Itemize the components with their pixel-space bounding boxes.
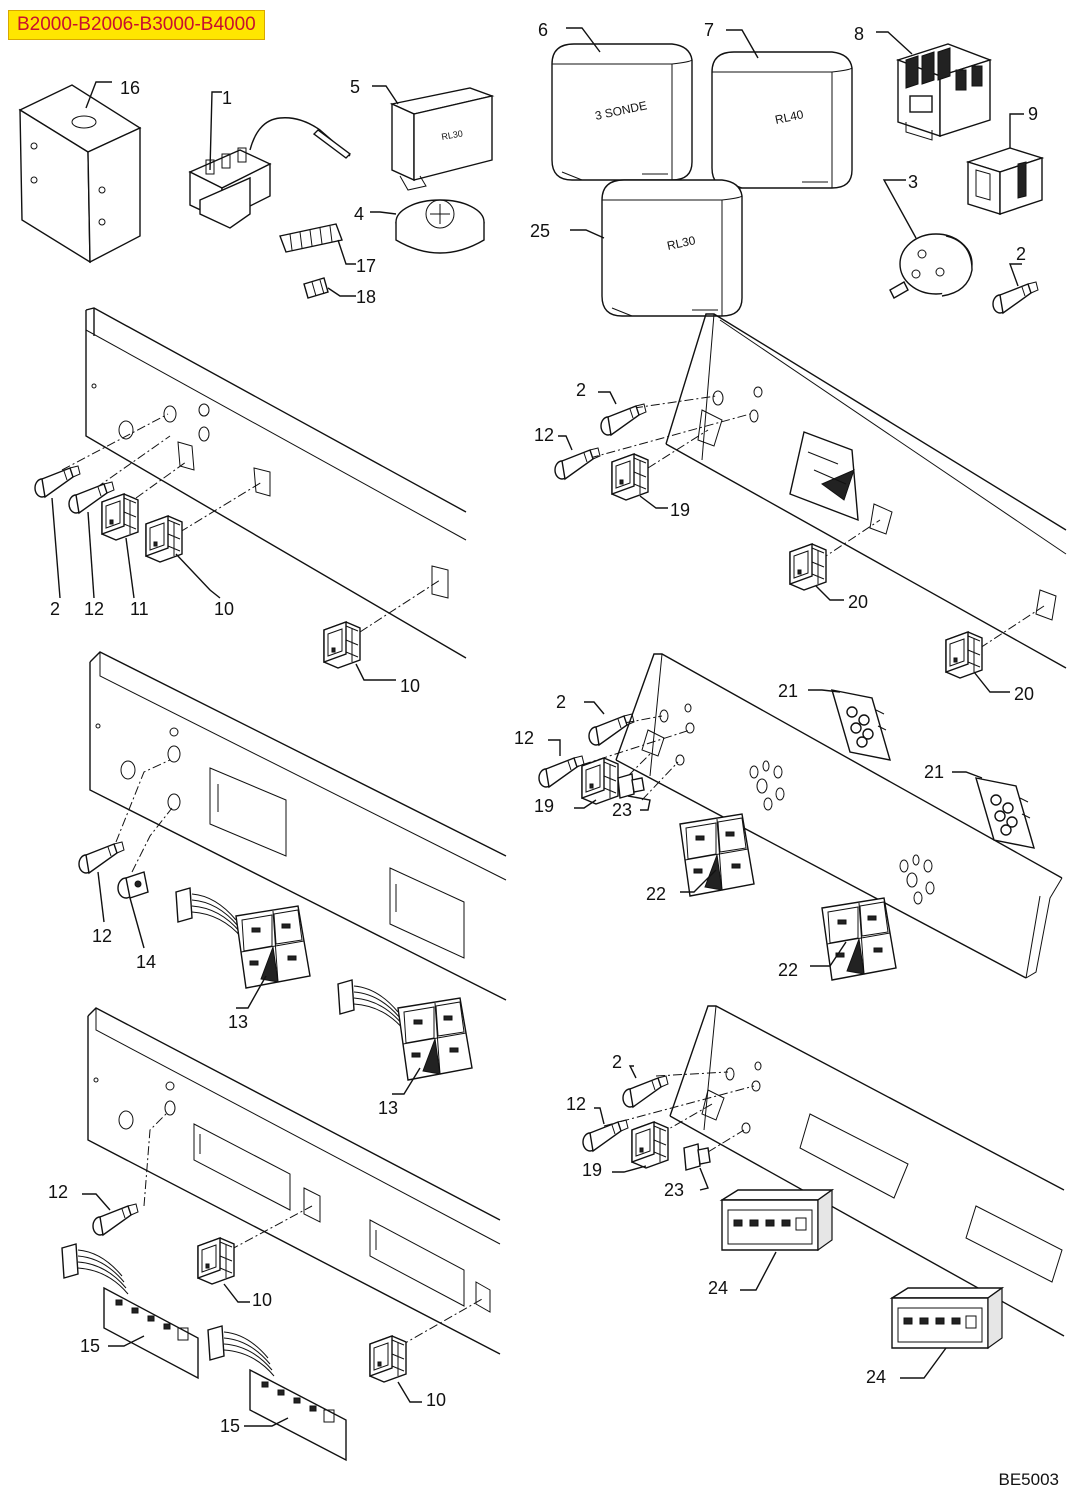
- callout-6: 6: [538, 20, 548, 40]
- timer-4: 4: [354, 199, 485, 254]
- control-panel-e: [87, 1007, 501, 1355]
- panel-d-callout-22: 22: [646, 884, 666, 904]
- document-code: BE5003: [998, 1470, 1060, 1489]
- panel-f-callout-24: 24: [708, 1278, 728, 1298]
- panel-d-callout-23: 23: [612, 800, 632, 820]
- panel-d-callout-19: 19: [534, 796, 554, 816]
- panel-a-callout-12: 12: [84, 599, 104, 619]
- micro-switch-23-f: [683, 1143, 711, 1171]
- display-board-15b: [249, 1368, 347, 1462]
- panel-c-callout-13b: 13: [378, 1098, 398, 1118]
- panel-d-knob-holes-1: [749, 760, 785, 811]
- terminal-strip-17: 17: [279, 223, 376, 276]
- panel-f-callout-24b: 24: [866, 1367, 886, 1387]
- callout-16: 16: [120, 78, 140, 98]
- selector-switch-3: 3: [882, 172, 973, 299]
- callout-7: 7: [704, 20, 714, 40]
- panel-e-callout-10b: 10: [426, 1390, 446, 1410]
- panel-e-callout-15: 15: [80, 1336, 100, 1356]
- panel-c-parts: 12 14 13 13: [78, 841, 473, 1118]
- panel-d-callout-2: 2: [556, 692, 566, 712]
- panel-b-callout-20b: 20: [1014, 684, 1034, 704]
- relay-25-label: RL30: [666, 233, 697, 253]
- panel-f-parts: 2 12 19 23 24 24: [566, 1052, 1003, 1387]
- panel-b-callout-19: 19: [670, 500, 690, 520]
- panel-f-callout-19: 19: [582, 1160, 602, 1180]
- control-panel-f: [603, 1005, 1065, 1337]
- model-title-badge: B2000-B2006-B3000-B4000: [8, 10, 265, 40]
- panel-e-parts: 12 10 10 15 15: [48, 1182, 446, 1462]
- knob-14: [117, 871, 149, 899]
- panel-d-parts: 2 12 19 23 21 21 22 22: [514, 681, 1035, 981]
- panel-a-callout-11: 11: [130, 599, 149, 619]
- panel-f-callout-2: 2: [612, 1052, 622, 1072]
- panel-b-callout-2: 2: [576, 380, 586, 400]
- control-panel-c: [89, 651, 507, 1001]
- panel-e-callout-12: 12: [48, 1182, 68, 1202]
- control-panel-d: [565, 653, 1063, 979]
- callout-2-lamp: 2: [1016, 244, 1026, 264]
- display-board-15a: [103, 1286, 199, 1380]
- panel-a-callout-2: 2: [50, 599, 60, 619]
- panel-d-callout-21b: 21: [924, 762, 944, 782]
- terminal-block-18: 18: [303, 277, 376, 307]
- panel-f-callout-12: 12: [566, 1094, 586, 1114]
- callout-1: 1: [222, 88, 232, 108]
- control-panel-b: [589, 313, 1067, 669]
- panel-d-callout-22b: 22: [778, 960, 798, 980]
- panel-c-callout-14: 14: [136, 952, 156, 972]
- relay-9: 9: [965, 104, 1045, 215]
- relay-6-3-sonde: 3 SONDE 6: [538, 20, 693, 181]
- electrical-box-16: 16: [18, 78, 142, 264]
- relay-5-label: RL30: [441, 128, 464, 142]
- display-module-24a: [721, 1189, 833, 1251]
- panel-d-callout-12: 12: [514, 728, 534, 748]
- panel-e-callout-15b: 15: [220, 1416, 240, 1436]
- callout-17: 17: [356, 256, 376, 276]
- contactor-8: 8: [854, 24, 993, 141]
- callout-5: 5: [350, 77, 360, 97]
- panel-b-parts: 2 12 19 20 20: [534, 380, 1034, 704]
- relay-5-rl30: RL30 5: [350, 77, 495, 191]
- panel-b-callout-20: 20: [848, 592, 868, 612]
- relay-7-label: RL40: [774, 107, 805, 127]
- control-panel-a: [61, 307, 467, 659]
- panel-d-knob-holes-2: [899, 854, 935, 905]
- panel-d-callout-21: 21: [778, 681, 798, 701]
- panel-c-callout-12: 12: [92, 926, 112, 946]
- panel-a-callout-10b: 10: [400, 676, 420, 696]
- panel-b-keypad: [789, 431, 859, 522]
- callout-25: 25: [530, 221, 550, 241]
- display-module-24b: [891, 1287, 1003, 1349]
- panel-e-callout-10: 10: [252, 1290, 272, 1310]
- panel-f-callout-23: 23: [664, 1180, 684, 1200]
- callout-3: 3: [908, 172, 918, 192]
- micro-switch-23: [617, 773, 645, 799]
- panel-a-parts: 2 12 11 10 10: [34, 465, 420, 696]
- thermostat-1: 1: [188, 88, 352, 229]
- relay-7-rl40: RL40 7: [704, 20, 853, 189]
- callout-18: 18: [356, 287, 376, 307]
- callout-4: 4: [354, 204, 364, 224]
- indicator-lamp-2: 2: [992, 244, 1039, 314]
- callout-8: 8: [854, 24, 864, 44]
- panel-a-callout-10: 10: [214, 599, 234, 619]
- callout-9: 9: [1028, 104, 1038, 124]
- panel-c-callout-13: 13: [228, 1012, 248, 1032]
- relay-25-rl30: RL30 25: [530, 179, 743, 317]
- panel-b-callout-12: 12: [534, 425, 554, 445]
